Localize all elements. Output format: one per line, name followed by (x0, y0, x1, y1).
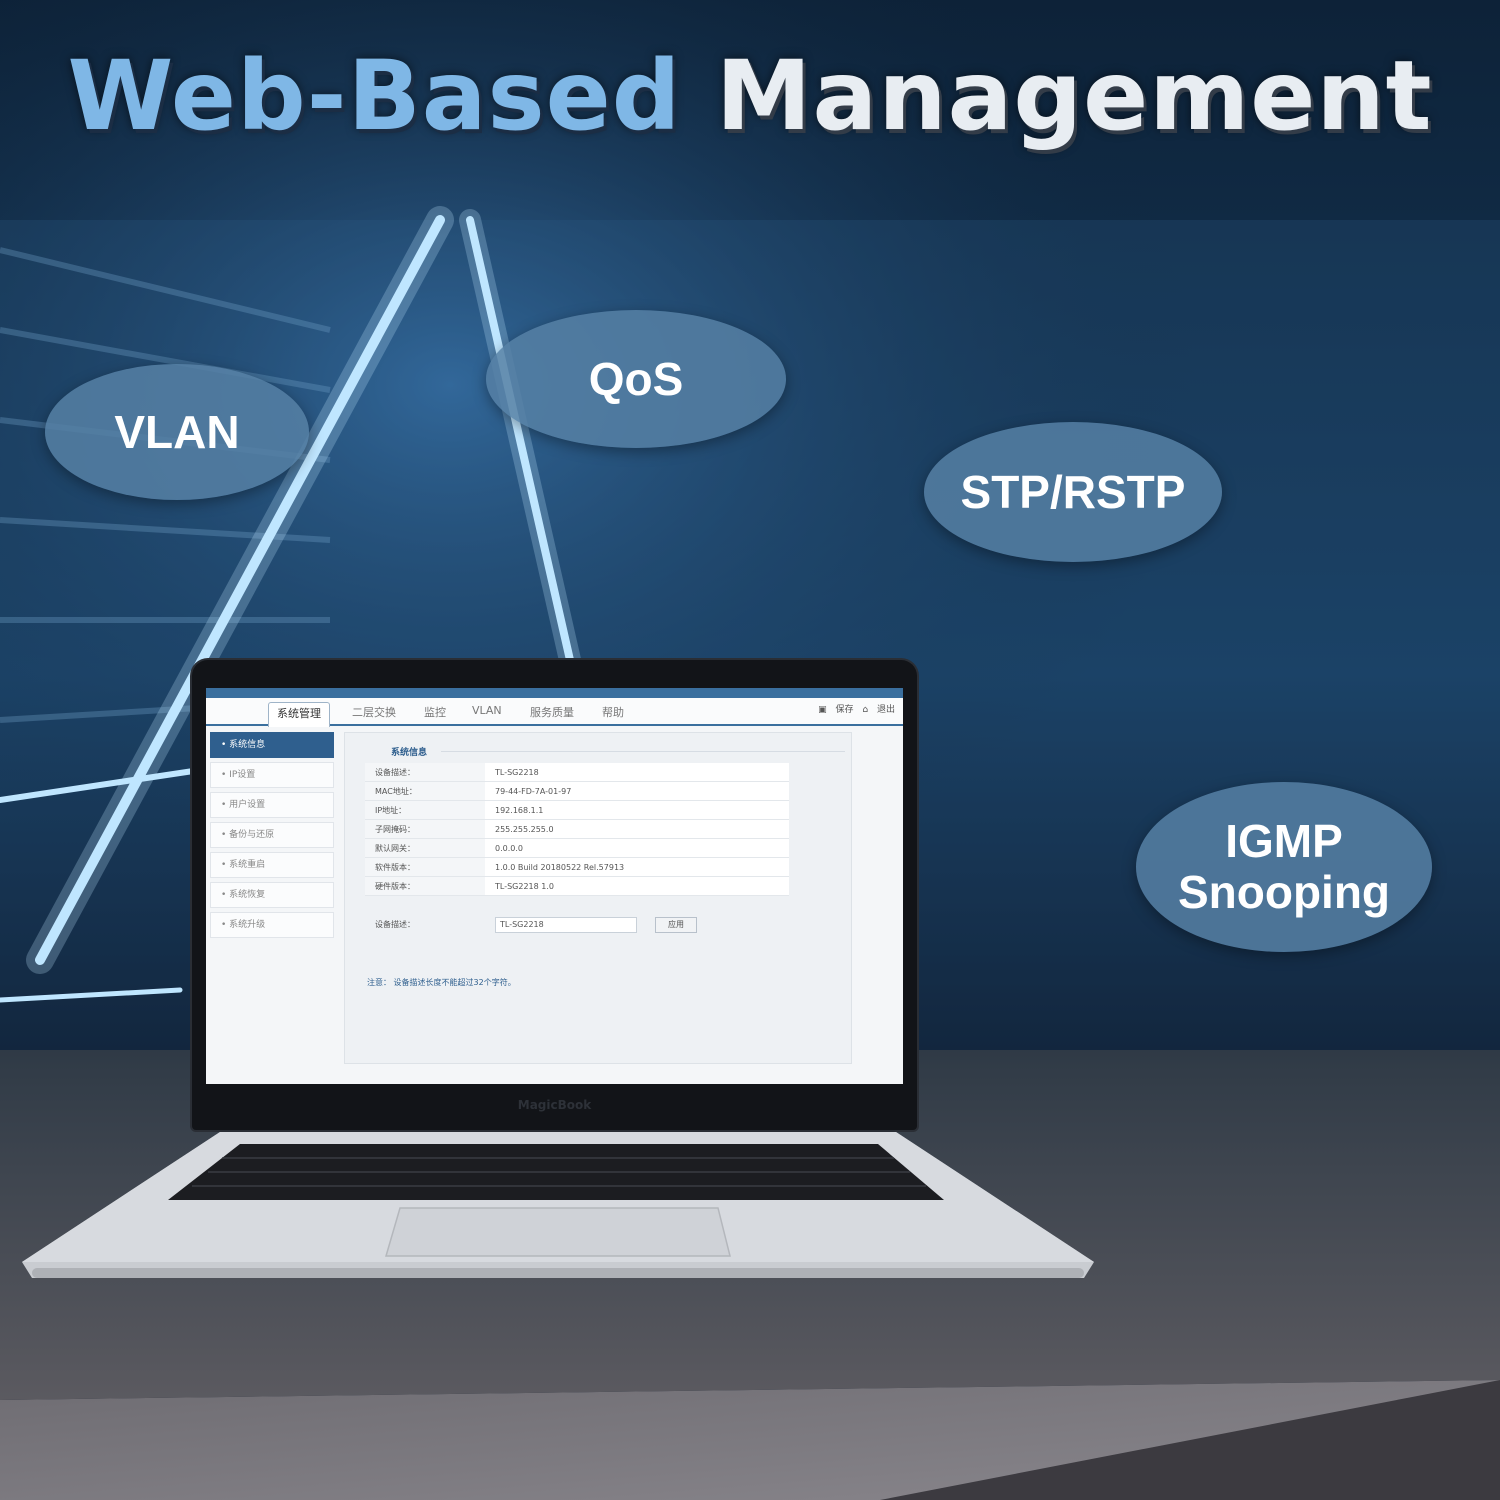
sidebar-item-ip-settings[interactable]: • IP设置 (210, 762, 334, 788)
table-row: IP地址：192.168.1.1 (365, 800, 789, 820)
save-icon[interactable]: ▣ (818, 705, 827, 715)
qos-label: QoS (588, 352, 684, 405)
table-row: 软件版本：1.0.0 Build 20180522 Rel.57913 (365, 857, 789, 877)
qos-bubble: QoS (486, 310, 786, 448)
panel-title: 系统信息 (391, 748, 428, 758)
system-info-panel: 系统信息 设备描述：TL-SG2218 MAC地址：79-44-FD-7A-01… (344, 732, 852, 1064)
device-description-input[interactable]: TL-SG2218 (495, 917, 637, 933)
igmp-label-line2: Snooping (1177, 866, 1391, 918)
stp-label: STP/RSTP (960, 465, 1186, 518)
igmp-bubble: IGMP Snooping (1136, 782, 1432, 952)
igmp-label-line1: IGMP (1225, 815, 1343, 868)
vlan-label: VLAN (114, 405, 240, 458)
tab-monitoring[interactable]: 监控 (424, 706, 446, 719)
tab-vlan[interactable]: VLAN (472, 704, 502, 717)
laptop-brand: MagicBook (517, 1098, 592, 1112)
note-text: 注意： 设备描述长度不能超过32个字符。 (367, 978, 516, 987)
apply-button[interactable]: 应用 (655, 917, 697, 933)
web-ui-display: 系统管理 二层交换 监控 VLAN 服务质量 帮助 ▣ 保存 ⌂ 退出 • 系统… (206, 688, 903, 1084)
headline: Web-Based Management (0, 40, 1500, 152)
ui-top-bar (206, 688, 903, 698)
exit-button[interactable]: 退出 (876, 705, 895, 715)
laptop-base (22, 1132, 1094, 1278)
table-row: 子网掩码：255.255.255.0 (365, 819, 789, 839)
stp-bubble: STP/RSTP (924, 422, 1222, 562)
sidebar-item-user-settings[interactable]: • 用户设置 (210, 792, 334, 818)
tab-layer2-switching[interactable]: 二层交换 (352, 706, 396, 719)
device-description-label: 设备描述： (375, 920, 415, 929)
panel-divider (441, 751, 845, 752)
sidebar-item-upgrade[interactable]: • 系统升级 (210, 912, 334, 938)
table-row: 设备描述：TL-SG2218 (365, 763, 789, 782)
tab-qos[interactable]: 服务质量 (530, 706, 574, 719)
info-table: 设备描述：TL-SG2218 MAC地址：79-44-FD-7A-01-97 I… (365, 763, 789, 896)
home-icon[interactable]: ⌂ (862, 705, 869, 715)
tab-system-management[interactable]: 系统管理 (268, 702, 330, 727)
headline-part2: Management (715, 40, 1433, 152)
sidebar-item-reboot[interactable]: • 系统重启 (210, 852, 334, 878)
tab-help[interactable]: 帮助 (602, 706, 624, 719)
ui-tab-bar: 系统管理 二层交换 监控 VLAN 服务质量 帮助 ▣ 保存 ⌂ 退出 (206, 698, 903, 727)
save-button[interactable]: 保存 (835, 705, 854, 715)
headline-part1: Web-Based (67, 40, 682, 152)
sidebar-item-system-info[interactable]: • 系统信息 (210, 732, 334, 758)
top-actions: ▣ 保存 ⌂ 退出 (812, 702, 895, 715)
vlan-bubble: VLAN (45, 364, 309, 500)
table-row: 硬件版本：TL-SG2218 1.0 (365, 876, 789, 896)
table-row: MAC地址：79-44-FD-7A-01-97 (365, 781, 789, 801)
sidebar-item-backup-restore[interactable]: • 备份与还原 (210, 822, 334, 848)
laptop-screen: 系统管理 二层交换 监控 VLAN 服务质量 帮助 ▣ 保存 ⌂ 退出 • 系统… (192, 660, 917, 1130)
sidebar-item-restore[interactable]: • 系统恢复 (210, 882, 334, 908)
ui-sidebar: • 系统信息 • IP设置 • 用户设置 • 备份与还原 • 系统重启 • 系统… (210, 732, 334, 942)
table-row: 默认网关：0.0.0.0 (365, 838, 789, 858)
trackpad (385, 1207, 731, 1257)
